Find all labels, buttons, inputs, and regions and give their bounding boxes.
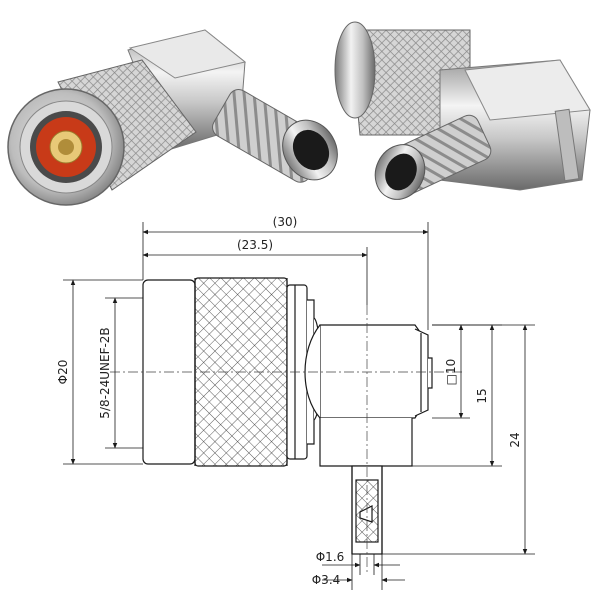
technical-drawing [142,277,433,555]
dim-thread: 5/8-24UNEF-2B [98,327,112,418]
dim-cable-diameter: Φ3.4 [312,573,341,587]
dimension-labels: (30) (23.5) Φ20 5/8-24UNEF-2B □10 15 24 … [56,215,522,587]
product-photo-front [7,29,338,206]
drawing-elbow-block [319,324,421,419]
dim-body-diameter: Φ20 [56,360,70,385]
dim-overall-length: (30) [273,215,298,229]
dimension-lines [63,222,535,590]
dim-square-size: □10 [444,359,458,386]
product-photo-back [334,21,591,200]
dim-body-length: (23.5) [237,238,273,252]
dim-total-height: 24 [508,432,522,447]
center-lines [110,305,465,575]
dim-elbow-height: 15 [475,388,489,403]
dim-pin-diameter: Φ1.6 [316,550,345,564]
